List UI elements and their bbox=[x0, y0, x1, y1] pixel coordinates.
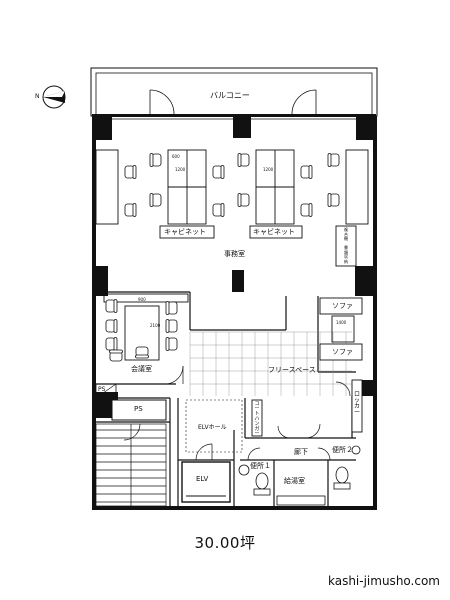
stairs bbox=[95, 423, 167, 507]
free-space-tiles bbox=[189, 331, 352, 396]
chair-icon bbox=[327, 153, 340, 167]
chair-icon bbox=[165, 337, 178, 351]
ps-small-label: PS bbox=[98, 386, 106, 393]
chair-icon bbox=[149, 193, 162, 207]
dim-sofa: 1400 bbox=[336, 320, 347, 325]
meeting-room-label: 会議室 bbox=[131, 365, 152, 373]
elv-label: ELV bbox=[196, 475, 209, 483]
elevator bbox=[181, 461, 231, 503]
balcony-doors bbox=[149, 89, 317, 115]
chair-icon bbox=[300, 165, 313, 179]
floor-area-label: 30.00坪 bbox=[194, 534, 256, 552]
chair-icon bbox=[327, 193, 340, 207]
north-arrow-icon bbox=[42, 85, 66, 109]
free-space-label: フリースペース bbox=[268, 366, 316, 374]
ps-upper-label: PS bbox=[134, 405, 143, 413]
chair-icon bbox=[149, 153, 162, 167]
locker-label: ロッカー bbox=[353, 391, 360, 416]
toilet-1-label: 便所１ bbox=[250, 462, 271, 470]
ps-small-area bbox=[95, 383, 117, 399]
chair-icon bbox=[237, 153, 250, 167]
desk-islands bbox=[95, 149, 369, 437]
kitchen-counter bbox=[276, 495, 326, 506]
compass-letter: N bbox=[35, 93, 40, 100]
toilet-2-label: 便所２ bbox=[332, 446, 353, 454]
sofa-bottom-label: ソファ bbox=[332, 348, 353, 356]
sofa-top-label: ソファ bbox=[332, 302, 353, 310]
cabinet-right-label: キャビネット bbox=[253, 228, 295, 236]
dim-meeting-height: 2100 bbox=[150, 323, 161, 328]
partitions bbox=[96, 291, 356, 506]
chair-icon bbox=[124, 165, 137, 179]
windows bbox=[93, 118, 376, 266]
hallway-label: 廊下 bbox=[294, 448, 308, 456]
interior-doors bbox=[123, 365, 351, 461]
chair-icon bbox=[212, 203, 225, 217]
toilet-fixtures bbox=[238, 445, 361, 496]
site-watermark: kashi-jimusho.com bbox=[327, 574, 440, 588]
office-label: 事務室 bbox=[224, 250, 245, 258]
chair-icon bbox=[165, 319, 178, 333]
dim-right-height: 1200 bbox=[263, 167, 274, 172]
ps-upper-box bbox=[111, 399, 167, 421]
chair-icon bbox=[300, 203, 313, 217]
outer-walls bbox=[92, 114, 377, 510]
balcony-label: バルコニー bbox=[210, 91, 250, 100]
chair-icon bbox=[105, 319, 118, 333]
shelf-label: 複合機書類収納 bbox=[344, 227, 348, 264]
chair-icon bbox=[212, 165, 225, 179]
chair-icon bbox=[105, 299, 118, 313]
chair-icon bbox=[124, 203, 137, 217]
chair-icon bbox=[109, 349, 123, 362]
kitchenette-label: 給湯室 bbox=[284, 477, 305, 485]
chair-icon bbox=[237, 193, 250, 207]
cabinet-left-label: キャビネット bbox=[164, 228, 206, 236]
coat-hanger-label: コートハンガー bbox=[254, 401, 260, 437]
dim-left-width: 600 bbox=[172, 154, 180, 159]
chair-icon bbox=[105, 337, 118, 351]
elv-hall-dash bbox=[185, 399, 243, 453]
chair-icon bbox=[165, 301, 178, 315]
chair-icon bbox=[135, 346, 149, 359]
dim-left-height: 1200 bbox=[175, 167, 186, 172]
dim-meeting-width: 900 bbox=[138, 297, 146, 302]
elv-hall-label: ELVホール bbox=[198, 424, 227, 431]
